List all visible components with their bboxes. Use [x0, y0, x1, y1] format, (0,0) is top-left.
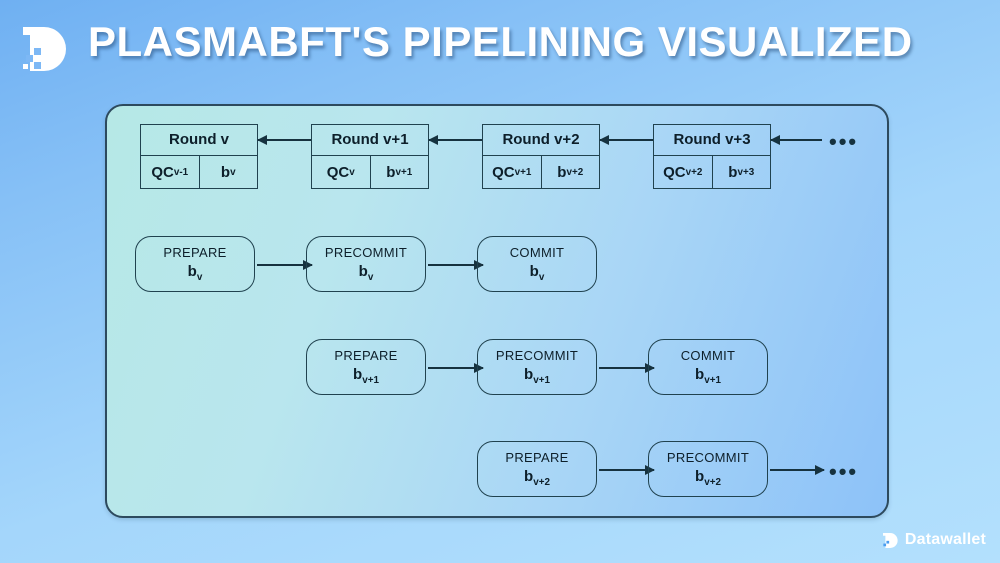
- footer-brand: Datawallet: [882, 531, 986, 549]
- stage-block: bv+2: [524, 468, 550, 488]
- page-title: PLASMABFT'S PIPELINING VISUALIZED: [88, 18, 913, 65]
- pipeline3-arrow-to-next: [770, 465, 825, 475]
- block-sub: v: [230, 166, 236, 178]
- stage-label: PRECOMMIT: [324, 245, 408, 260]
- stage-block: bv: [187, 263, 203, 283]
- stage-label: PREPARE: [505, 450, 569, 465]
- chain-arrow-v1-to-v: [257, 135, 311, 145]
- pipeline2-arrow-precommit-commit: [599, 363, 655, 373]
- stage-precommit-v1[interactable]: PRECOMMIT bv+1: [477, 339, 597, 395]
- datawallet-d-logo-icon: [882, 532, 899, 549]
- stage-label: PRECOMMIT: [495, 348, 579, 363]
- qc-label: QC: [663, 163, 686, 181]
- pipeline1-arrow-prepare-precommit: [257, 260, 313, 270]
- stage-commit-v1[interactable]: COMMIT bv+1: [648, 339, 768, 395]
- qc-sub: v: [349, 166, 355, 178]
- stage-label: PRECOMMIT: [666, 450, 750, 465]
- stage-label: PREPARE: [334, 348, 398, 363]
- block-label: b: [557, 163, 567, 181]
- qc-sub: v+1: [514, 166, 532, 178]
- stage-block: bv+1: [695, 366, 721, 386]
- stage-prepare-v[interactable]: PREPARE bv: [135, 236, 255, 292]
- qc-sub: v+2: [685, 166, 703, 178]
- pipeline3-arrow-prepare-precommit: [599, 465, 655, 475]
- stage-block: bv: [358, 263, 374, 283]
- round-title: Round v+2: [483, 125, 599, 156]
- block-label: b: [728, 163, 738, 181]
- qc-label: QC: [326, 163, 350, 181]
- stage-block: bv: [529, 263, 545, 283]
- footer-brand-name: Datawallet: [904, 531, 986, 548]
- stage-block: bv+1: [353, 366, 379, 386]
- chain-arrow-v2-to-v1: [428, 135, 482, 145]
- qc-sub: v-1: [173, 166, 189, 178]
- stage-block: bv+1: [524, 366, 550, 386]
- qc-label: QC: [151, 163, 174, 181]
- pipeline2-arrow-prepare-precommit: [428, 363, 484, 373]
- block-sub: v+1: [395, 166, 413, 178]
- block-sub: v+2: [566, 166, 584, 178]
- block-sub: v+3: [737, 166, 755, 178]
- chain-arrow-v3-to-v2: [599, 135, 653, 145]
- stage-label: COMMIT: [680, 348, 736, 363]
- chain-arrow-next-to-v3: [770, 135, 822, 145]
- stage-label: PREPARE: [163, 245, 227, 260]
- qc-label: QC: [492, 163, 515, 181]
- slide-header: PLASMABFT'S PIPELINING VISUALIZED: [0, 0, 1000, 96]
- pipeline1-arrow-precommit-commit: [428, 260, 484, 270]
- round-title: Round v+3: [654, 125, 770, 156]
- block-label: b: [220, 163, 231, 181]
- block-label: b: [386, 163, 396, 181]
- stage-precommit-v[interactable]: PRECOMMIT bv: [306, 236, 426, 292]
- datawallet-d-logo-icon: [20, 24, 70, 74]
- stage-precommit-v2[interactable]: PRECOMMIT bv+2: [648, 441, 768, 497]
- stage-label: COMMIT: [509, 245, 565, 260]
- round-title: Round v: [141, 125, 257, 156]
- chain-ellipsis: •••: [829, 129, 859, 154]
- pipeline3-ellipsis: •••: [829, 459, 859, 484]
- stage-prepare-v1[interactable]: PREPARE bv+1: [306, 339, 426, 395]
- stage-block: bv+2: [695, 468, 721, 488]
- stage-prepare-v2[interactable]: PREPARE bv+2: [477, 441, 597, 497]
- stage-commit-v[interactable]: COMMIT bv: [477, 236, 597, 292]
- round-title: Round v+1: [312, 125, 428, 156]
